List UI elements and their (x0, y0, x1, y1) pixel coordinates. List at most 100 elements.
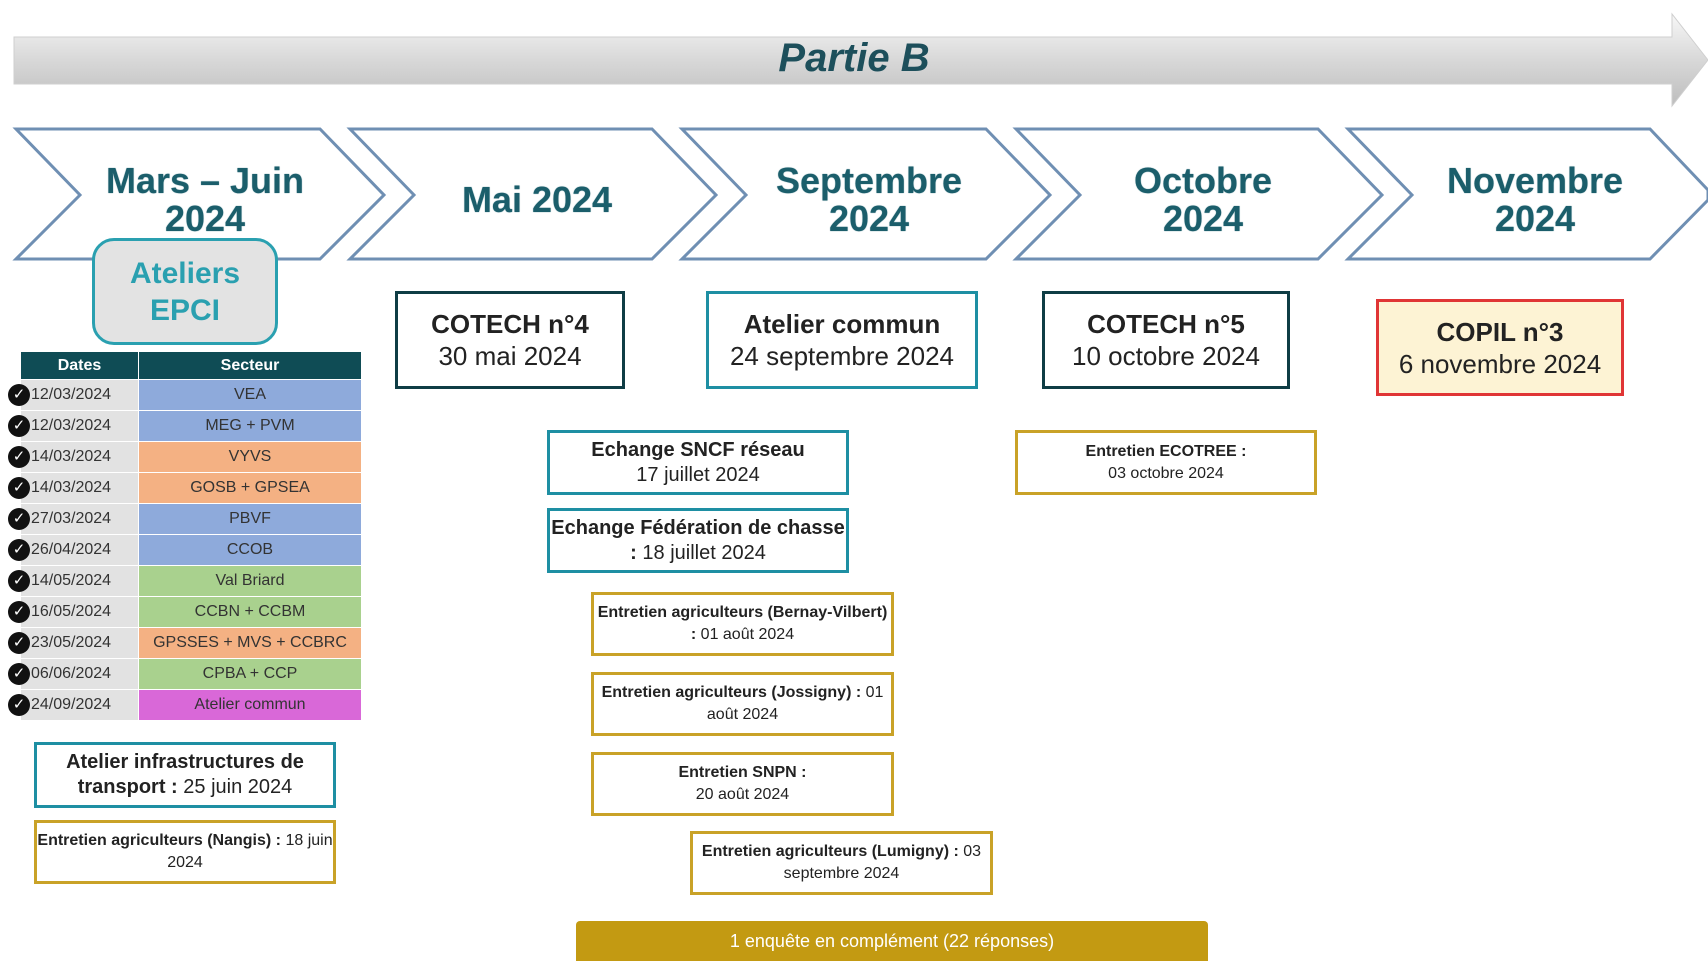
checkmark-icon: ✓ (8, 570, 30, 592)
enquete-bar: 1 enquête en complément (22 réponses) (576, 921, 1208, 961)
atelier-commun-title: Atelier commun (743, 309, 941, 339)
chevron-1 (12, 127, 387, 261)
schedule-date: ✓06/06/2024 (8, 658, 139, 690)
schedule-sector: Val Briard (138, 565, 362, 597)
checkmark-icon: ✓ (8, 477, 30, 499)
date-text: 16/05/2024 (31, 603, 112, 620)
entretien-nangis-box: Entretien agriculteurs (Nangis) : 18 jui… (34, 820, 336, 884)
ateliers-line1: Ateliers (129, 256, 241, 290)
copil3-date: 6 novembre 2024 (1398, 348, 1602, 379)
banner-arrow (13, 12, 1708, 108)
schedule-sector: PBVF (138, 503, 362, 535)
box-rest: 20 août 2024 (695, 786, 790, 803)
phase-line1: Mai 2024 (461, 179, 613, 220)
cotech4-box: COTECH n°4 30 mai 2024 (395, 291, 625, 389)
phase-octobre: Octobre 2024 (1078, 135, 1328, 265)
cotech4-title: COTECH n°4 (431, 309, 589, 339)
cotech5-title: COTECH n°5 (1087, 309, 1245, 339)
schedule-date: ✓23/05/2024 (8, 627, 139, 659)
box-bold: Echange SNCF réseau (591, 438, 805, 461)
entretien-lumigny-box: Entretien agriculteurs (Lumigny) : 03 se… (690, 831, 993, 895)
schedule-sector: CCBN + CCBM (138, 596, 362, 628)
box-rest: 01 août 2024 (696, 626, 795, 643)
schedule-date: ✓16/05/2024 (8, 596, 139, 628)
header-secteur: Secteur (138, 351, 362, 380)
schedule-date: ✓12/03/2024 (8, 410, 139, 442)
checkmark-icon: ✓ (8, 632, 30, 654)
checkmark-icon: ✓ (8, 694, 30, 716)
chevron-2 (346, 127, 719, 261)
echange-federation-box: Echange Fédération de chasse : 18 juille… (547, 508, 849, 573)
box-bold: Entretien agriculteurs (Jossigny) : (601, 684, 862, 701)
checkmark-icon: ✓ (8, 446, 30, 468)
atelier-commun-box: Atelier commun 24 septembre 2024 (706, 291, 978, 389)
ateliers-epci-box: Ateliers EPCI (92, 238, 278, 345)
checkmark-icon: ✓ (8, 663, 30, 685)
phase-line2: 2024 (828, 198, 910, 239)
atelier-infrastructures-box: Atelier infrastructures de transport : 2… (34, 742, 336, 808)
box-bold: Entretien agriculteurs (Bernay-Vilbert) … (597, 604, 888, 643)
date-text: 26/04/2024 (31, 541, 112, 558)
schedule-date: ✓14/05/2024 (8, 565, 139, 597)
phase-line2: 2024 (164, 198, 246, 239)
date-text: 14/03/2024 (31, 448, 112, 465)
phase-mars-juin: Mars – Juin 2024 (80, 135, 330, 265)
entretien-jossigny-box: Entretien agriculteurs (Jossigny) : 01 a… (591, 672, 894, 736)
phase-mai: Mai 2024 (412, 135, 662, 265)
box-rest: 03 octobre 2024 (1108, 464, 1224, 482)
phase-line2: 2024 (1494, 198, 1576, 239)
schedule-date: ✓27/03/2024 (8, 503, 139, 535)
date-text: 24/09/2024 (31, 696, 112, 713)
atelier-commun-date: 24 septembre 2024 (729, 341, 955, 371)
date-text: 14/03/2024 (31, 479, 112, 496)
phase-line2: 2024 (1162, 198, 1244, 239)
schedule-sector: GPSSES + MVS + CCBRC (138, 627, 362, 659)
box-bold: Atelier infrastructures de transport : (66, 751, 304, 798)
phase-line1: Octobre (1133, 160, 1273, 201)
entretien-ecotree-box: Entretien ECOTREE : 03 octobre 2024 (1015, 430, 1317, 495)
box-bold: Entretien agriculteurs (Nangis) : (37, 832, 281, 849)
schedule-date: ✓14/03/2024 (8, 472, 139, 504)
date-text: 12/03/2024 (31, 417, 112, 434)
box-bold: Echange Fédération de chasse : (551, 516, 845, 564)
schedule-date: ✓24/09/2024 (8, 689, 139, 721)
box-bold: Entretien ECOTREE : (1085, 442, 1247, 460)
checkmark-icon: ✓ (8, 601, 30, 623)
box-rest: 01 août 2024 (706, 684, 884, 723)
date-text: 23/05/2024 (31, 634, 112, 651)
phase-line1: Novembre (1446, 160, 1624, 201)
box-rest: 25 juin 2024 (177, 776, 293, 798)
date-text: 27/03/2024 (31, 510, 112, 527)
chevron-5 (1344, 127, 1708, 261)
schedule-sector: CPBA + CCP (138, 658, 362, 690)
copil3-box: COPIL n°3 6 novembre 2024 (1376, 299, 1624, 396)
date-text: 06/06/2024 (31, 665, 112, 682)
schedule-sector: VYVS (138, 441, 362, 473)
cotech5-date: 10 octobre 2024 (1072, 341, 1260, 371)
header-dates: Dates (20, 351, 139, 380)
cotech5-box: COTECH n°5 10 octobre 2024 (1042, 291, 1290, 389)
checkmark-icon: ✓ (8, 539, 30, 561)
checkmark-icon: ✓ (8, 508, 30, 530)
phase-line1: Mars – Juin (105, 160, 305, 201)
copil3-title: COPIL n°3 (1436, 316, 1564, 347)
schedule-date: ✓12/03/2024 (8, 379, 139, 411)
chevron-4 (1012, 127, 1385, 261)
echange-sncf-box: Echange SNCF réseau 17 juillet 2024 (547, 430, 849, 495)
box-bold: Entretien agriculteurs (Lumigny) : (701, 843, 959, 860)
cotech4-date: 30 mai 2024 (438, 341, 582, 371)
checkmark-icon: ✓ (8, 415, 30, 437)
box-bold: Entretien SNPN : (678, 764, 807, 781)
entretien-snpn-box: Entretien SNPN : 20 août 2024 (591, 752, 894, 816)
